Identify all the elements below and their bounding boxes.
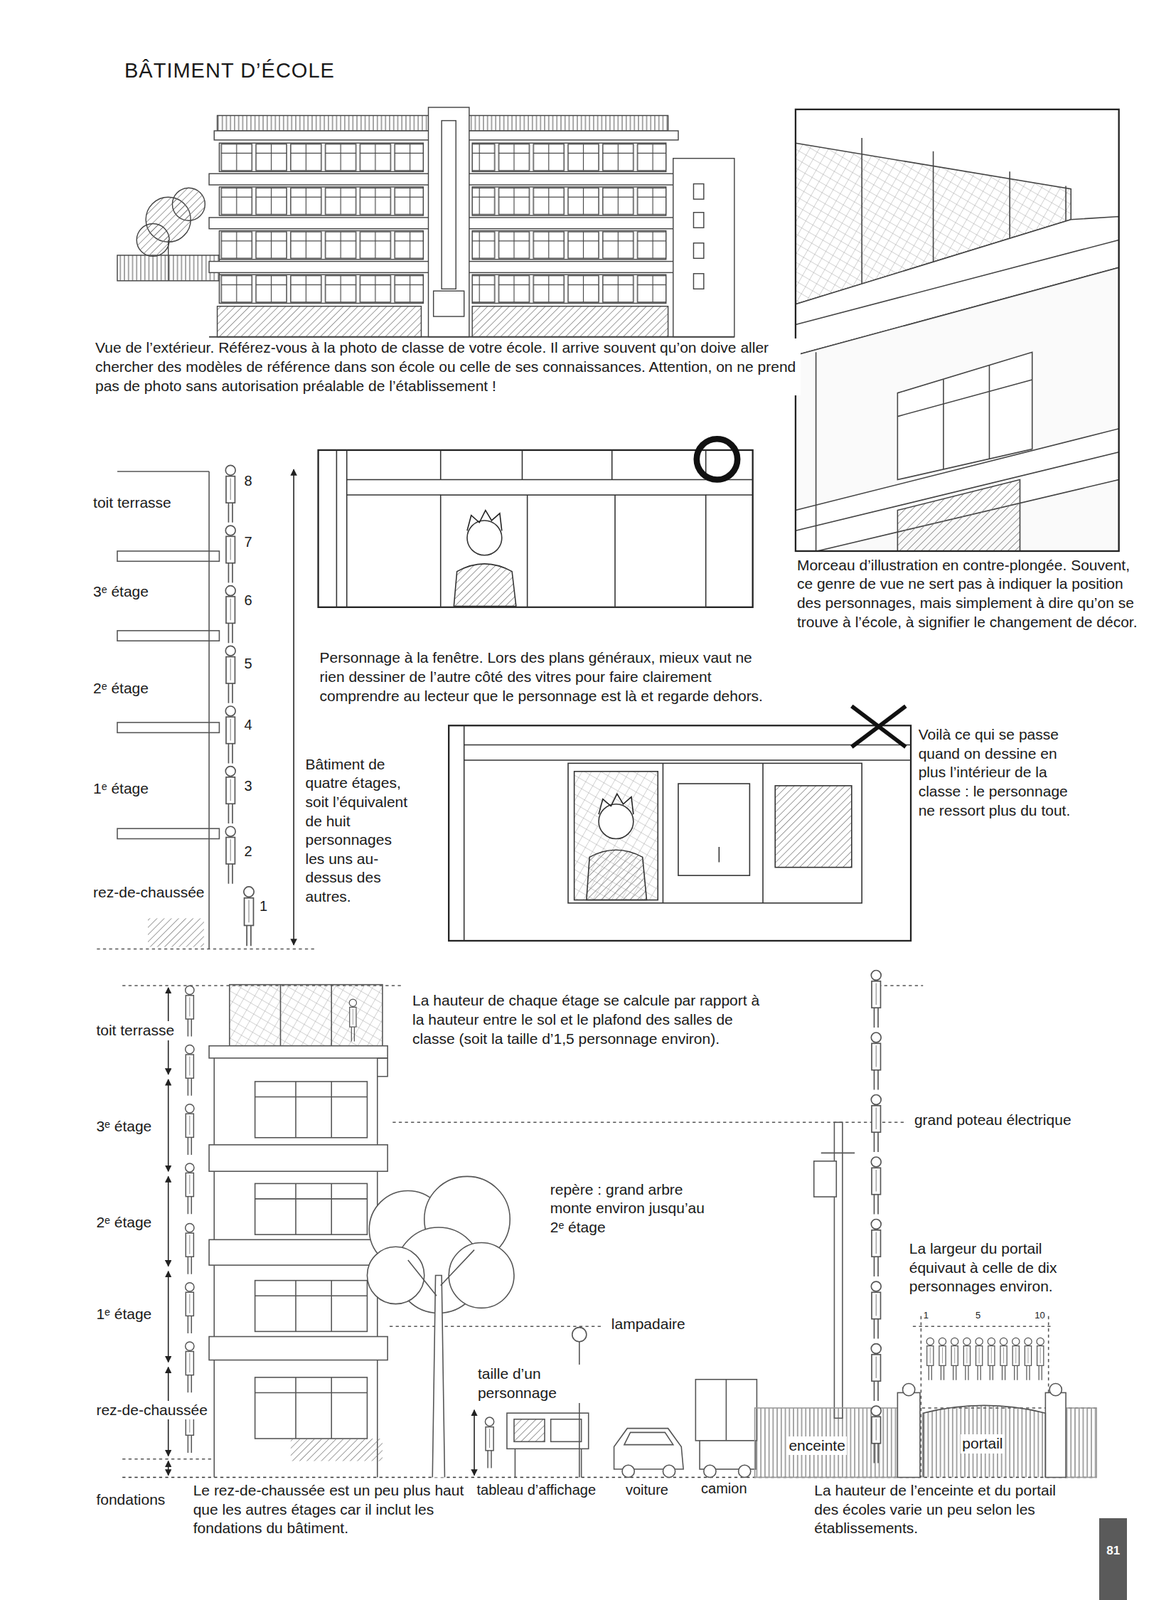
note-text: Personnage à la fenêtre. Lors des plans …: [318, 648, 781, 706]
window-panel-good: [318, 438, 753, 608]
scale-number: 7: [242, 533, 254, 552]
scale-number: 4: [242, 715, 254, 734]
low-angle-panel: [795, 109, 1120, 557]
part-label: rez-de-chaussée: [94, 1400, 209, 1420]
note-text: repère : grand arbre monte environ jusqu…: [548, 1180, 721, 1238]
note-text: La hauteur de chaque étage se calcule pa…: [410, 991, 776, 1049]
part-label: 2ᵉ étage: [91, 679, 151, 699]
scale-diagram: [122, 970, 1097, 1478]
part-label: grand poteau électrique: [912, 1110, 1073, 1130]
scale-number: 5: [974, 1309, 982, 1322]
part-label: portail: [960, 1434, 1004, 1454]
height-scale: [96, 464, 316, 949]
window-panel-bad: [448, 706, 911, 941]
page-number: 81: [1099, 1517, 1127, 1558]
note-text: Le rez-de-chaussée est un peu plus haut …: [191, 1481, 470, 1538]
scale-number: 8: [242, 472, 254, 490]
part-label: 3ᵉ étage: [91, 582, 151, 602]
part-label: voiture: [624, 1481, 670, 1499]
scale-number: 5: [242, 654, 254, 673]
page-number-tab: 81: [1099, 1517, 1127, 1600]
scale-number: 6: [242, 591, 254, 610]
note-text: Morceau d’illustration en contre-plongée…: [795, 556, 1151, 633]
note-text: Bâtiment de quatre étages, soit l’équiva…: [303, 755, 411, 907]
school-exterior: [117, 107, 735, 338]
part-label: camion: [699, 1479, 748, 1498]
part-label: tableau d’affichage: [474, 1481, 598, 1499]
note-text: La largeur du portail équivaut à celle d…: [907, 1239, 1093, 1297]
part-label: taille d’un personnage: [476, 1364, 590, 1403]
part-label: fondations: [94, 1490, 167, 1510]
part-label: 2ᵉ étage: [94, 1212, 153, 1233]
note-text: La hauteur de l’enceinte et du portail d…: [812, 1481, 1061, 1538]
part-label: rez-de-chaussée: [91, 883, 206, 903]
scale-number: 10: [1033, 1309, 1046, 1322]
page-title: BÂTIMENT D’ÉCOLE: [124, 59, 335, 83]
part-label: lampadaire: [610, 1314, 687, 1334]
scale-number: 1: [922, 1309, 930, 1322]
part-label: 3ᵉ étage: [94, 1116, 153, 1137]
scale-number: 2: [242, 842, 254, 861]
note-text: Voilà ce qui se passe quand on dessine e…: [917, 725, 1076, 820]
part-label: 1ᵉ étage: [94, 1304, 153, 1324]
scale-number: 1: [258, 897, 269, 916]
scale-number: 3: [242, 777, 254, 795]
part-label: 1ᵉ étage: [91, 779, 151, 799]
part-label: toit terrasse: [91, 493, 173, 513]
part-label: enceinte: [787, 1436, 847, 1456]
part-label: toit terrasse: [94, 1021, 176, 1041]
note-text: Vue de l’extérieur. Référez-vous à la ph…: [93, 338, 801, 396]
